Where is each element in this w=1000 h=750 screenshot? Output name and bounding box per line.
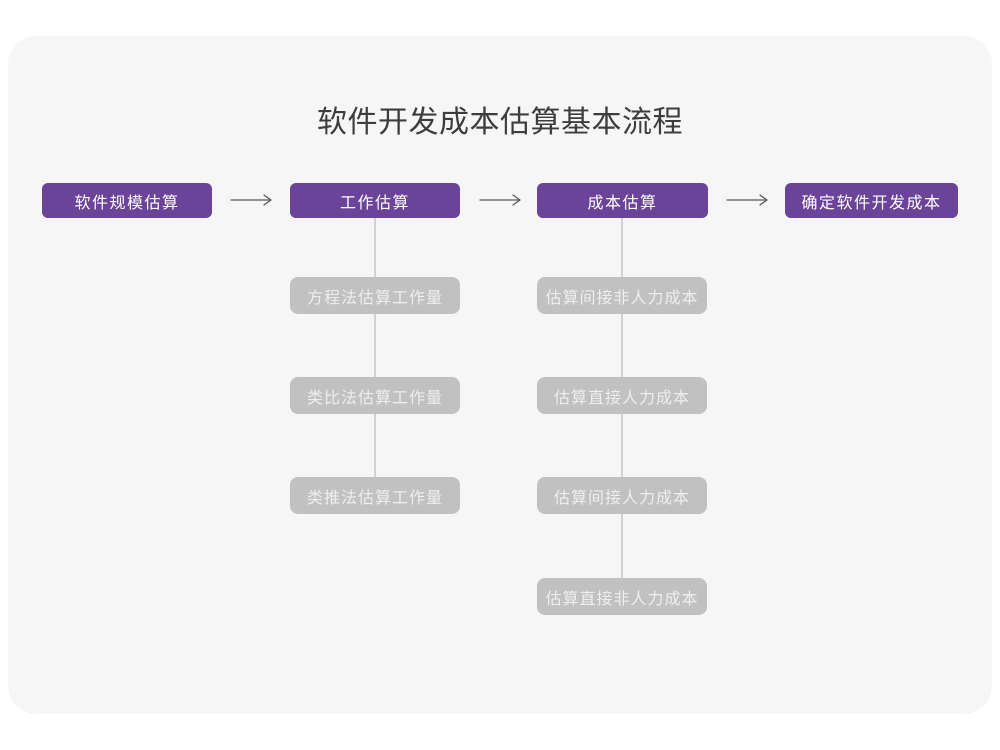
flow-node-software-scale-estimation: 软件规模估算 — [42, 183, 212, 218]
substep-direct-labor-cost: 估算直接人力成本 — [537, 377, 707, 414]
diagram-title: 软件开发成本估算基本流程 — [317, 106, 683, 139]
flow-node-cost-estimation: 成本估算 — [537, 183, 708, 218]
substep-inference-method: 类推法估算工作量 — [290, 477, 460, 514]
substep-indirect-nonlabor-cost: 估算间接非人力成本 — [537, 277, 707, 314]
substep-direct-nonlabor-cost: 估算直接非人力成本 — [537, 578, 707, 615]
arrow-right-icon — [479, 194, 523, 206]
substep-indirect-labor-cost: 估算间接人力成本 — [537, 477, 707, 514]
substep-equation-method: 方程法估算工作量 — [290, 277, 460, 314]
substep-analogy-method: 类比法估算工作量 — [290, 377, 460, 414]
flow-node-work-estimation: 工作估算 — [290, 183, 460, 218]
connector-line-work — [374, 218, 376, 496]
diagram-card: 软件开发成本估算基本流程 软件规模估算 工作估算 成本估算 确定软件开发成本 — [8, 36, 992, 714]
arrow-right-icon — [230, 194, 274, 206]
flow-node-determine-dev-cost: 确定软件开发成本 — [785, 183, 958, 218]
arrow-right-icon — [726, 194, 770, 206]
